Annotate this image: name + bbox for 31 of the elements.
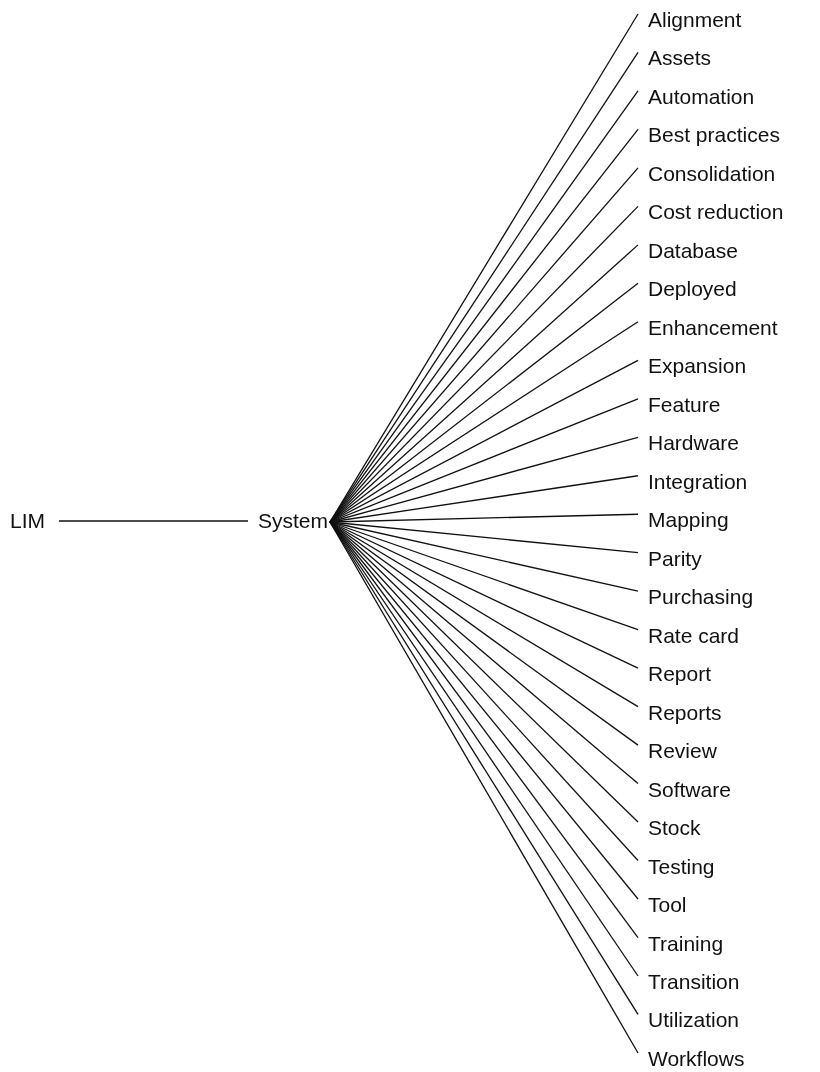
leaf-term: Deployed	[648, 277, 737, 302]
leaf-term: Consolidation	[648, 161, 776, 186]
leaf-term: Training	[648, 931, 724, 956]
leaf-term: Workflows	[648, 1046, 745, 1071]
leaf-term: Rate card	[648, 623, 740, 648]
leaf-term: Stock	[648, 816, 701, 841]
leaf-term: Parity	[648, 546, 702, 571]
connector-line	[58, 520, 249, 522]
leaf-term: Hardware	[648, 431, 740, 456]
leaf-term: Integration	[648, 469, 748, 494]
leaf-term: Database	[648, 238, 738, 263]
leaf-term: Purchasing	[648, 585, 754, 610]
leaf-term: Best practices	[648, 123, 780, 148]
leaf-term: Reports	[648, 700, 722, 725]
leaf-term: Expansion	[648, 354, 747, 379]
leaf-term: Feature	[648, 392, 721, 417]
leaf-term: Cost reduction	[648, 200, 784, 225]
leaf-term: Assets	[648, 46, 712, 71]
leaf-term: Review	[648, 739, 717, 764]
leaf-term: Utilization	[648, 1008, 740, 1033]
leaf-term: Enhancement	[648, 315, 778, 340]
branch-term: System	[258, 509, 328, 533]
leaf-term: Alignment	[648, 8, 742, 32]
leaf-term: Automation	[648, 84, 755, 109]
leaf-term: Testing	[648, 854, 715, 879]
leaf-term: Tool	[648, 893, 687, 918]
leaf-term: Transition	[648, 970, 740, 994]
leaf-term: Mapping	[648, 508, 729, 533]
root-term: LIM	[10, 509, 45, 533]
leaf-term: Software	[648, 777, 731, 802]
leaf-term: Report	[648, 662, 712, 687]
